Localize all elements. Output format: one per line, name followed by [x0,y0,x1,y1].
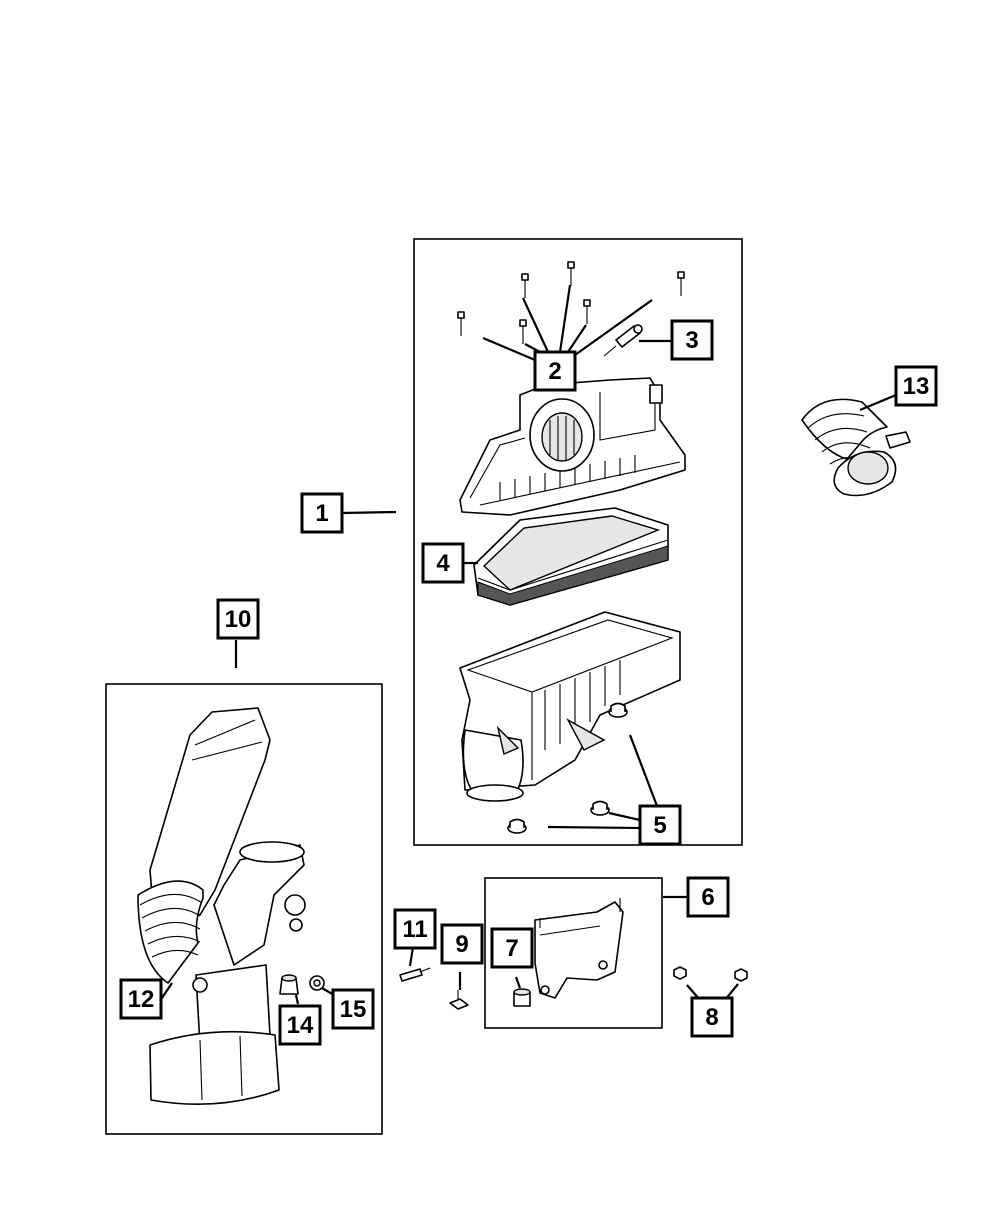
callout-5: 5 [638,804,682,846]
callout-7: 7 [490,927,534,969]
bracket-assembly-frame [484,877,663,1029]
callout-3-label: 3 [685,327,698,354]
grommet [608,702,628,718]
callout-15-label: 15 [340,996,367,1023]
nut-group [673,966,748,982]
screw [519,319,527,344]
callout-13-label: 13 [903,373,930,400]
intake-duct-assembly-frame [105,683,383,1135]
callout-13: 13 [894,365,938,407]
callout-4: 4 [421,542,465,584]
callout-1: 1 [300,492,344,534]
callout-3: 3 [670,319,714,361]
screw [457,311,465,336]
air-hose-part [801,398,911,497]
callout-11: 11 [393,908,437,950]
callout-5-label: 5 [653,812,666,839]
bolt-part [449,990,469,1010]
nut-part [279,974,299,995]
callout-11-label: 11 [402,916,427,943]
callout-9-label: 9 [455,931,468,958]
sensor-part [603,324,643,357]
callout-14: 14 [278,1004,322,1046]
screw [521,273,529,298]
grommet [507,818,527,834]
callout-15: 15 [331,988,375,1030]
callout-12: 12 [119,978,163,1020]
callout-6: 6 [686,876,730,918]
isolator-part [513,988,531,1007]
nut [734,968,748,982]
bracket-part [534,898,624,999]
air-filter-element [473,507,669,606]
air-cleaner-upper-housing [459,377,686,516]
callout-10-label: 10 [225,606,252,633]
callout-1-label: 1 [315,500,328,527]
callout-10: 10 [216,598,260,640]
callout-2-label: 2 [548,358,561,385]
air-cleaner-assembly-frame [413,238,743,846]
push-pin-part [399,967,431,982]
screw [583,299,591,324]
grommet-group [507,702,628,834]
intake-duct-part [137,707,306,1106]
callout-14-label: 14 [287,1012,314,1039]
callout-12-label: 12 [128,986,155,1013]
clip-part [309,975,325,991]
grommet [590,800,610,816]
callout-6-label: 6 [701,884,714,911]
callout-8: 8 [690,996,734,1038]
screw [567,261,575,286]
leader-lines [161,284,897,1005]
screw-group [457,261,685,344]
screw [677,271,685,296]
callout-7-label: 7 [505,935,518,962]
callout-4-label: 4 [436,550,450,577]
air-cleaner-lower-housing [459,611,681,802]
nut [673,966,687,980]
callout-2: 2 [533,350,577,392]
callout-8-label: 8 [705,1004,718,1031]
callout-9: 9 [440,923,484,965]
